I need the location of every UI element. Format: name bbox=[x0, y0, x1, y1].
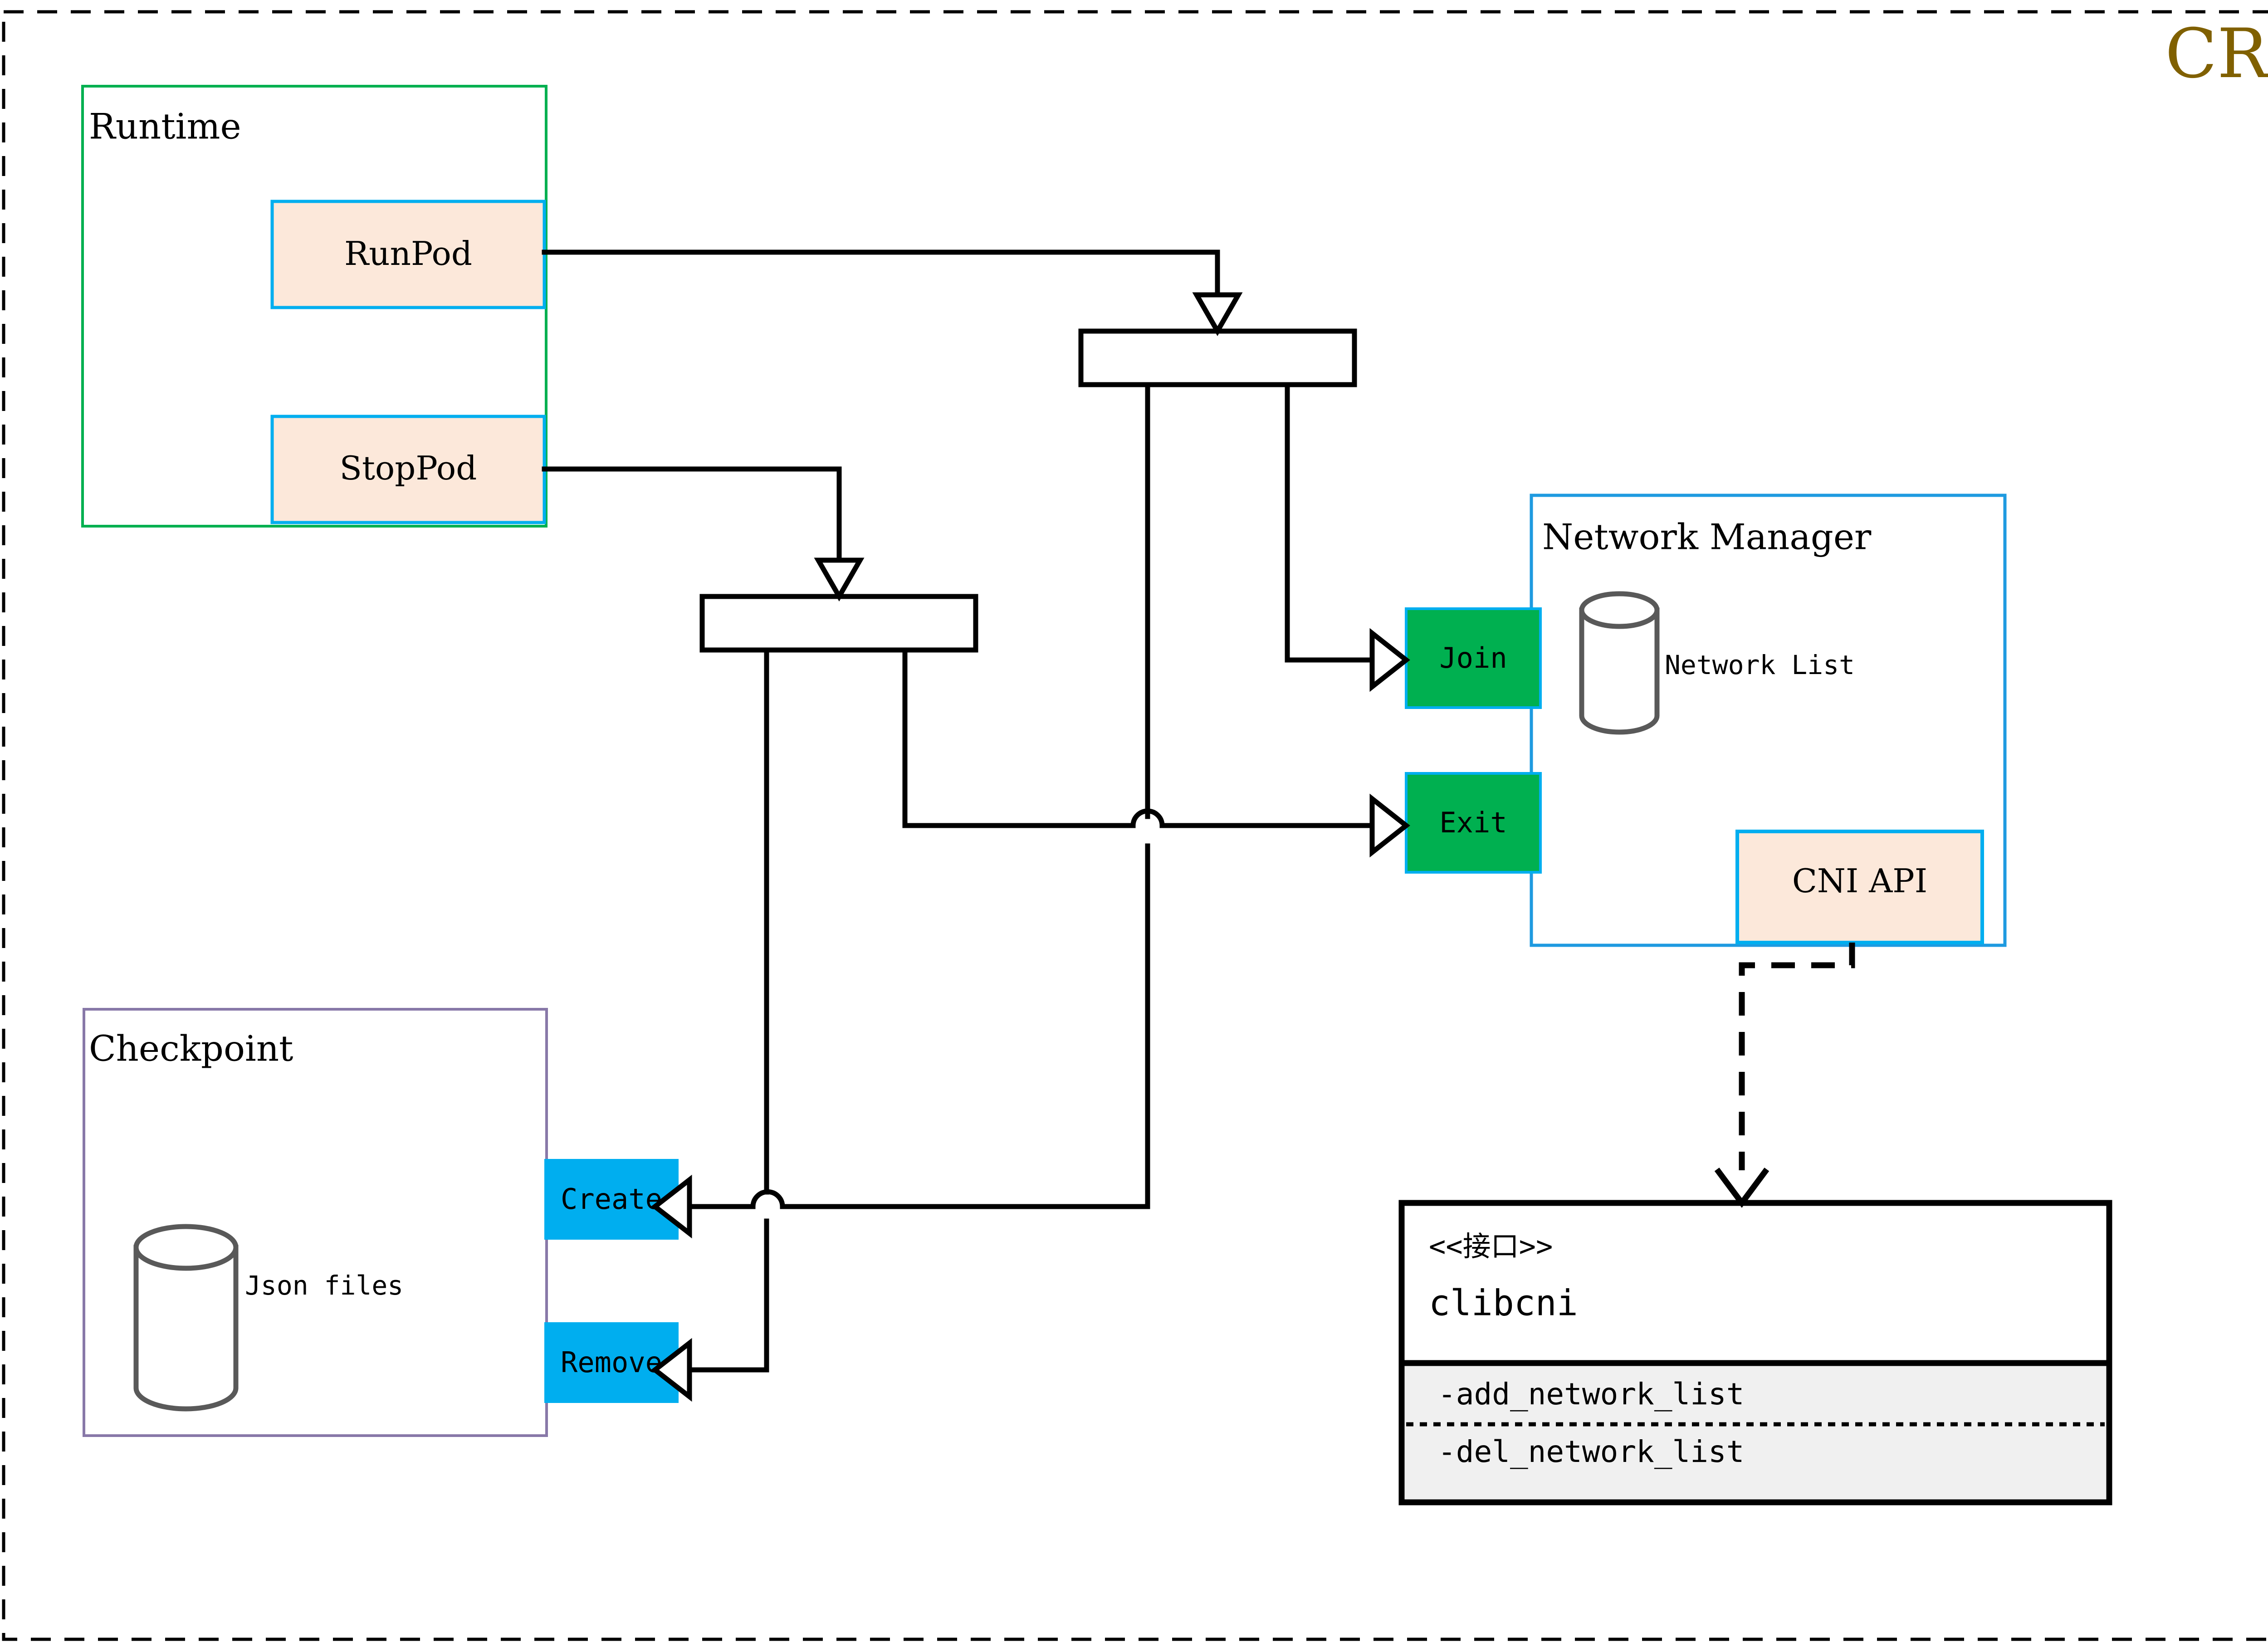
arrowhead-into-exit bbox=[1369, 793, 1410, 858]
clibcni-method-del: -del_network_list bbox=[1438, 1434, 1745, 1469]
connector-fork-runpod-to-join bbox=[1285, 382, 1375, 663]
stoppod-label: StopPod bbox=[340, 449, 477, 487]
cni-api-label: CNI API bbox=[1792, 862, 1927, 900]
cylinder-database-icon bbox=[133, 1224, 239, 1412]
line-hop-exit-crossing bbox=[1130, 808, 1165, 828]
remove-label: Remove bbox=[561, 1346, 662, 1379]
json-files-label: Json files bbox=[245, 1270, 403, 1301]
fork-node-runpod bbox=[1078, 328, 1357, 387]
page-title: CRI bbox=[2165, 15, 2268, 93]
remove-box[interactable] bbox=[544, 1322, 679, 1403]
connector-cniapi-to-clibcni bbox=[1739, 943, 1855, 1170]
arrowhead-realization-open-v bbox=[1714, 1168, 1769, 1208]
create-box[interactable] bbox=[544, 1159, 679, 1240]
runpod-label: RunPod bbox=[344, 235, 472, 273]
arrowhead-into-join bbox=[1369, 628, 1410, 692]
fork-node-stoppod bbox=[699, 594, 978, 653]
connector-stoppod-to-fork bbox=[542, 466, 842, 563]
clibcni-name: clibcni bbox=[1429, 1283, 1578, 1324]
connector-group bbox=[542, 249, 1375, 1373]
exit-label: Exit bbox=[1439, 806, 1507, 839]
arrowhead-into-fork-runpod bbox=[1192, 292, 1243, 337]
connector-fork-stoppod-to-remove-lower bbox=[687, 1218, 769, 1373]
stoppod-box[interactable] bbox=[270, 415, 546, 524]
connector-fork-stoppod-to-exit bbox=[902, 647, 1136, 828]
join-label: Join bbox=[1439, 641, 1507, 674]
clibcni-stereotype: <<接口>> bbox=[1429, 1230, 1553, 1263]
clibcni-method-compartment bbox=[1405, 1363, 2106, 1499]
connector-runpod-to-fork bbox=[542, 249, 1220, 298]
runtime-group-label: Runtime bbox=[89, 107, 241, 147]
create-label: Create bbox=[561, 1183, 662, 1216]
cni-api-box[interactable] bbox=[1735, 830, 1984, 944]
arrowhead-into-fork-stoppod bbox=[814, 557, 865, 602]
join-box[interactable] bbox=[1405, 607, 1542, 709]
checkpoint-group-label: Checkpoint bbox=[89, 1029, 293, 1070]
arrowhead-into-create bbox=[651, 1174, 692, 1239]
clibcni-method-add: -add_network_list bbox=[1438, 1377, 1745, 1412]
network-manager-group-label: Network Manager bbox=[1542, 517, 1872, 558]
cylinder-database-icon bbox=[1579, 591, 1660, 735]
exit-box[interactable] bbox=[1405, 772, 1542, 874]
arrowhead-group bbox=[651, 292, 1410, 1402]
line-hop-create-crossing bbox=[750, 1189, 785, 1209]
runpod-box[interactable] bbox=[270, 200, 546, 309]
arrowhead-into-remove bbox=[651, 1338, 692, 1402]
network-list-label: Network List bbox=[1665, 650, 1855, 680]
connector-fork-runpod-to-create-lower bbox=[780, 843, 1150, 1209]
